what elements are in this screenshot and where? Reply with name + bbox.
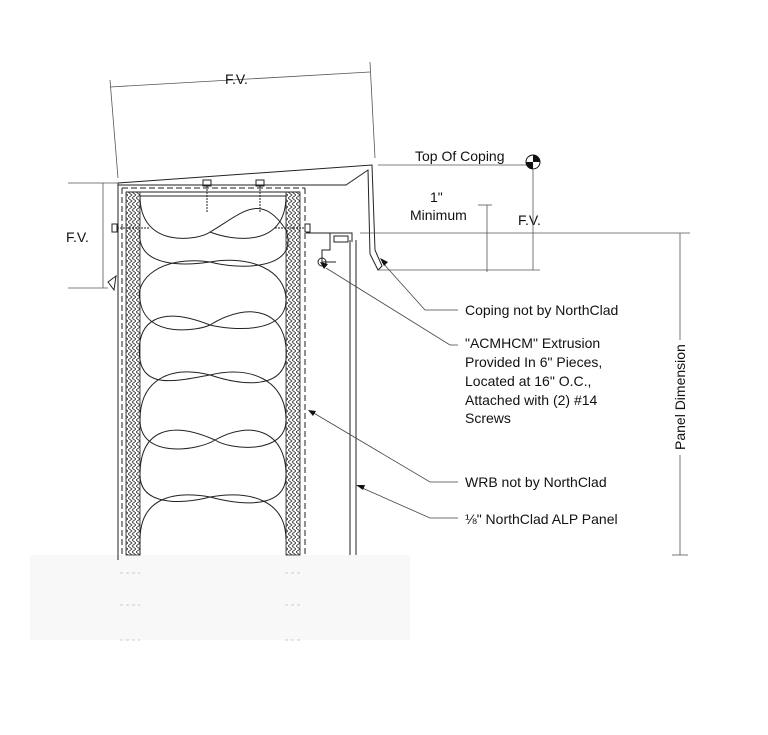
extrusion-note-4: Attached with (2) #14 [465,392,598,408]
fasteners [107,179,311,292]
fv-left-label: F.V. [66,229,89,245]
extrusion-note-3: Located at 16" O.C., [465,373,591,389]
panel-note: ⅛" NorthClad ALP Panel [465,511,618,527]
alp-panel [349,240,357,555]
acmhcm-extrusion [306,232,353,267]
faded-marks [120,572,300,641]
fv-top-dimension [109,61,376,179]
wrb-note: WRB not by NorthClad [465,474,607,490]
minimum-label: Minimum [410,207,467,223]
panel-fraction: ⅛ [465,511,477,527]
fv-top-label: F.V. [225,71,248,87]
leader-lines [311,261,458,519]
elevation-target-icon [525,154,541,170]
fv-right-label: F.V. [518,212,541,228]
coping-note: Coping not by NorthClad [465,302,618,318]
panel-note-text: " NorthClad ALP Panel [477,511,618,527]
faded-area [30,555,410,640]
panel-dimension [360,232,690,556]
fv-left-dimension [68,182,118,289]
minimum-dimension [378,204,540,272]
extrusion-note-2: Provided In 6" Pieces, [465,354,602,370]
extrusion-note-1: "ACMHCM" Extrusion [465,335,600,351]
coping [117,164,383,560]
top-of-coping-label: Top Of Coping [415,148,505,164]
leader-arrows [308,258,388,490]
wall-assembly [121,187,306,556]
extrusion-note-5: Screws [465,410,511,426]
panel-dimension-label: Panel Dimension [672,344,688,450]
minimum-value: 1" [430,189,443,205]
insulation-batt [138,195,289,555]
